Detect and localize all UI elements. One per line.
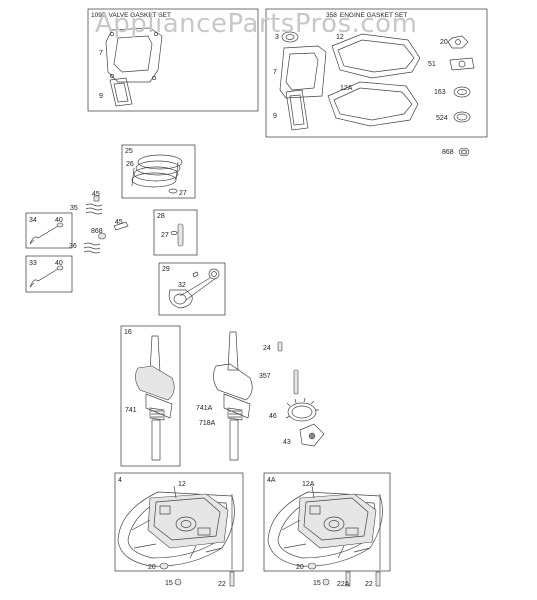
pin-box-number: 28 [157, 213, 165, 220]
piston-box-number: 25 [125, 148, 133, 155]
label-718a: 718A [199, 420, 216, 427]
label-24: 24 [263, 345, 271, 352]
label-3: 3 [275, 34, 279, 41]
retainer [113, 221, 129, 231]
label-40b: 40 [55, 260, 63, 267]
label-22b: 22 [365, 581, 373, 588]
crankshaft-alt[interactable]: 741A 718A [196, 331, 253, 461]
part-24[interactable]: 24 [263, 341, 283, 352]
seal-524 [453, 111, 471, 123]
label-163: 163 [434, 89, 446, 96]
sump-alt-box[interactable]: 4A 12A 20 [263, 472, 391, 572]
label-741: 741 [125, 407, 137, 414]
governor-arm[interactable]: 43 [283, 423, 325, 447]
crank-gear [149, 407, 165, 421]
label-22: 22 [218, 581, 226, 588]
label-26: 26 [126, 161, 134, 168]
label-12a-sump: 12A [302, 481, 315, 488]
crankshaft-box-number: 16 [124, 329, 132, 336]
label-20-sump: 20 [148, 564, 156, 571]
label-741a: 741A [196, 405, 213, 412]
label-43: 43 [283, 439, 291, 446]
label-357: 357 [259, 373, 271, 380]
head-gasket [105, 27, 163, 83]
intake-valve-box-number: 34 [29, 217, 37, 224]
label-27b: 27 [161, 232, 169, 239]
crankcase-gasket-12 [331, 33, 421, 79]
eg-valve-gasket [285, 89, 309, 131]
governor-gear[interactable]: 46 [269, 397, 319, 422]
crank-web [135, 365, 175, 401]
label-12-sump: 12 [178, 481, 186, 488]
engine-gasket-set-number: 358 [326, 12, 337, 19]
engine-gasket-set-title: ENGINE GASKET SET [340, 12, 407, 19]
label-51: 51 [428, 61, 436, 68]
label-22a: 22A [337, 581, 350, 588]
piston-box[interactable]: 25 26 27 [121, 144, 196, 199]
part-357[interactable]: 357 [259, 369, 299, 395]
valve-cover-gasket [109, 77, 133, 107]
rod-beam [179, 277, 217, 301]
eg-head-gasket [279, 45, 327, 99]
label-868: 868 [442, 149, 454, 156]
part-868-top[interactable]: 868 [442, 147, 470, 157]
valve-springs[interactable]: 45 35 45 868 36 [69, 191, 129, 254]
label-46: 46 [269, 413, 277, 420]
watermark: AppliancePartsPros.com [95, 9, 417, 39]
label-45a: 45 [92, 191, 100, 198]
crankshaft-box[interactable]: 16 741 [120, 325, 181, 467]
label-9b: 9 [273, 113, 277, 120]
label-27: 27 [179, 190, 187, 197]
rod-big-end [168, 289, 193, 309]
exhaust-valve-box-number: 33 [29, 260, 37, 267]
sump-box-number: 4 [118, 477, 122, 484]
crank-shaft-end [151, 419, 161, 461]
label-45b: 45 [115, 219, 123, 226]
intake-valve-box[interactable]: 34 40 [25, 212, 73, 249]
nut-20 [447, 35, 469, 49]
head-gasket-inner [113, 35, 153, 73]
label-15: 15 [165, 580, 173, 587]
piston-ring-1 [137, 154, 183, 170]
label-40a: 40 [55, 217, 63, 224]
label-35: 35 [70, 205, 78, 212]
exhaust-valve-box[interactable]: 33 40 [25, 255, 73, 293]
label-7b: 7 [273, 69, 277, 76]
sump-alt-hardware[interactable]: 15 22A 22 [313, 571, 381, 588]
sump-alt-box-number: 4A [267, 477, 276, 484]
seal-163 [453, 86, 471, 98]
valve-gasket-set-title: VALVE GASKET SET [108, 12, 171, 19]
sump-base [117, 491, 235, 567]
rod-small-end [208, 268, 220, 280]
label-524: 524 [436, 115, 448, 122]
label-868b: 868 [91, 228, 103, 235]
circlip [168, 188, 178, 194]
label-15b: 15 [313, 580, 321, 587]
sump-box[interactable]: 4 12 20 [114, 472, 244, 572]
label-20-sump-alt: 20 [296, 564, 304, 571]
label-20: 20 [440, 39, 448, 46]
rod-box[interactable]: 29 32 [158, 262, 226, 316]
crankcase-gasket-12a [327, 81, 419, 127]
label-32: 32 [178, 282, 186, 289]
label-12: 12 [336, 34, 344, 41]
label-36: 36 [69, 243, 77, 250]
label-7: 7 [99, 50, 103, 57]
gasket-51 [449, 57, 475, 71]
label-12a: 12A [340, 85, 353, 92]
label-9: 9 [99, 93, 103, 100]
sump-hardware[interactable]: 15 22 [165, 571, 235, 588]
pin-box[interactable]: 28 27 [153, 209, 198, 256]
rod-box-number: 29 [162, 266, 170, 273]
valve-gasket-set-number: 1095 [91, 12, 106, 19]
oil-seal [281, 31, 299, 43]
